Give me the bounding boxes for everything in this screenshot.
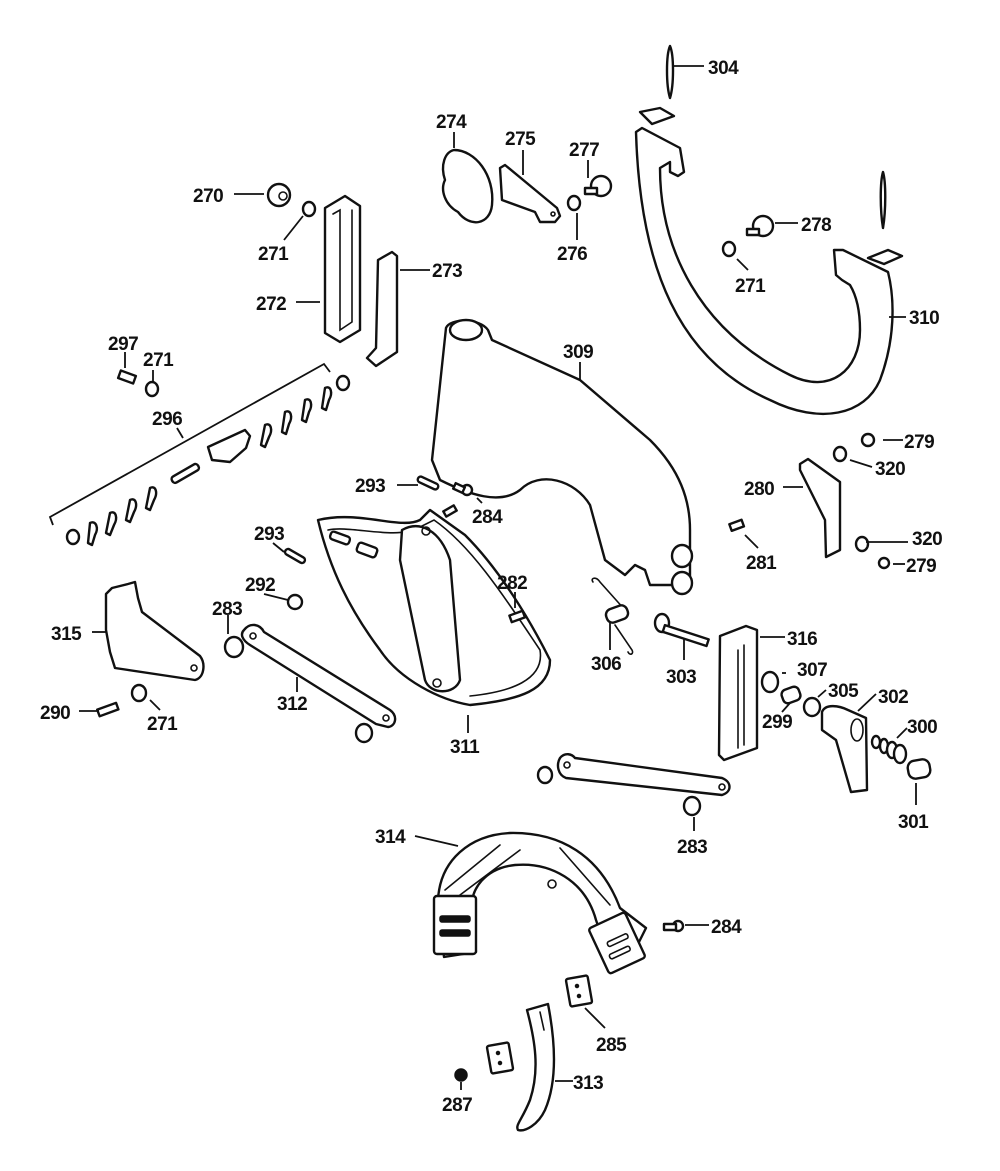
label-312: 312: [277, 694, 307, 715]
part-271-washer: [144, 370, 160, 398]
part-311-lower-guard: [316, 508, 552, 733]
part-282-screw: [508, 592, 527, 624]
part-275-plate: [498, 150, 562, 224]
label-309: 309: [563, 342, 593, 363]
part-315-side-plate: [92, 580, 205, 682]
label-271-b: 271: [735, 276, 766, 297]
label-271-a: 271: [258, 244, 289, 265]
label-310: 310: [909, 308, 939, 329]
part-306-torsion-spring: [591, 577, 634, 655]
part-310-guard-arm: [634, 106, 906, 415]
label-284-a: 284: [472, 507, 503, 528]
part-299-spacer: [780, 685, 802, 713]
part-279-nut: [860, 432, 903, 448]
label-297: 297: [108, 334, 138, 355]
label-277: 277: [569, 140, 599, 161]
part-302-lock-handle: [820, 693, 877, 794]
part-284-screw: [662, 919, 709, 933]
label-270: 270: [193, 186, 223, 207]
part-313-riving-knife: [516, 1002, 573, 1132]
part-link-bar-right: [536, 753, 731, 797]
label-314: 314: [375, 827, 406, 848]
label-292: 292: [245, 575, 275, 596]
label-300: 300: [907, 717, 937, 738]
label-290: 290: [40, 703, 70, 724]
part-270-knob: [234, 182, 292, 208]
part-293-pin: [272, 542, 307, 565]
label-275: 275: [505, 129, 536, 150]
part-280-bracket: [783, 457, 842, 559]
label-278: 278: [801, 215, 831, 236]
part-274-cover: [441, 132, 494, 224]
part-309-upper-guard: [430, 318, 694, 596]
label-283-a: 283: [212, 599, 242, 620]
part-283-washer: [223, 615, 245, 659]
part-301-cap: [906, 758, 932, 805]
part-320-washer: [854, 535, 908, 553]
part-304-spring: [665, 44, 704, 100]
label-287: 287: [442, 1095, 472, 1116]
label-271-d: 271: [147, 714, 178, 735]
label-315: 315: [51, 624, 82, 645]
label-313: 313: [573, 1073, 603, 1094]
part-271-washer: [283, 200, 317, 241]
part-305-nut: [802, 689, 827, 718]
part-281-screw: [728, 518, 759, 549]
label-272: 272: [256, 294, 286, 315]
label-283-b: 283: [677, 837, 707, 858]
label-293-a: 293: [355, 476, 385, 497]
label-303: 303: [666, 667, 696, 688]
label-316: 316: [787, 629, 817, 650]
part-279-nut: [877, 556, 905, 570]
label-279-b: 279: [906, 556, 936, 577]
part-292-bushing: [263, 593, 304, 611]
label-320-a: 320: [875, 459, 905, 480]
part-271-washer: [130, 683, 161, 711]
label-284-b: 284: [711, 917, 742, 938]
label-305: 305: [828, 681, 859, 702]
part-290-screw: [79, 701, 120, 718]
label-296: 296: [152, 409, 182, 430]
part-284-screw: [442, 481, 483, 518]
part-296-latch-assembly: [48, 362, 351, 547]
label-302: 302: [878, 687, 908, 708]
part-303-bolt: [653, 612, 710, 660]
part-283-washer: [682, 795, 702, 831]
label-281: 281: [746, 553, 777, 574]
part-316-slotted-channel: [717, 624, 785, 762]
part-307-washer: [760, 670, 786, 694]
part-271-washer: [721, 240, 749, 271]
part-320-washer: [832, 445, 873, 468]
label-276: 276: [557, 244, 587, 265]
label-271-c: 271: [143, 350, 174, 371]
part-293-pin: [397, 475, 440, 491]
part-300-spring: [870, 727, 908, 765]
part-297-screw: [116, 352, 138, 385]
part-276-washer: [566, 194, 582, 240]
part-285-pad: [485, 974, 606, 1075]
label-293-b: 293: [254, 524, 284, 545]
label-273: 273: [432, 261, 462, 282]
part-273-strip: [365, 250, 430, 368]
label-285: 285: [596, 1035, 627, 1056]
part-272-slide-channel: [296, 194, 362, 344]
label-307: 307: [797, 660, 827, 681]
label-274: 274: [436, 112, 467, 133]
label-282: 282: [497, 573, 527, 594]
label-306: 306: [591, 654, 621, 675]
part-314-arch-bracket: [414, 831, 648, 975]
label-299: 299: [762, 712, 792, 733]
label-301: 301: [898, 812, 929, 833]
part-287-nut: [454, 1068, 468, 1090]
part-277-thumb-screw: [583, 160, 613, 198]
label-320-b: 320: [912, 529, 942, 550]
part-278-thumb-screw: [745, 214, 798, 238]
label-311: 311: [450, 737, 480, 758]
label-280: 280: [744, 479, 774, 500]
part-312-link-bar: [240, 623, 397, 744]
label-304: 304: [708, 58, 739, 79]
label-279-a: 279: [904, 432, 934, 453]
